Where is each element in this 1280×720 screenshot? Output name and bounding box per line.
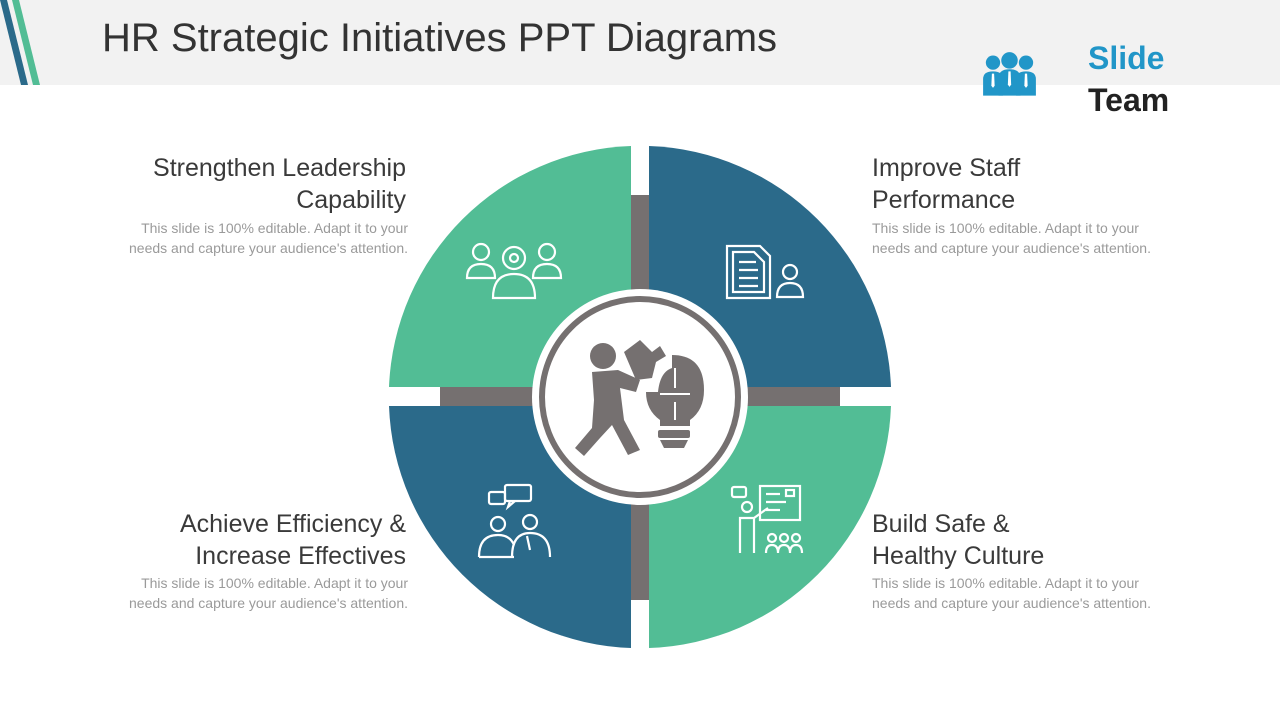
slide-title: HR Strategic Initiatives PPT Diagrams xyxy=(102,16,778,60)
item-desc-top-right: This slide is 100% editable. Adapt it to… xyxy=(872,220,1151,256)
item-title-top-left: Strengthen Leadership Capability xyxy=(153,154,406,214)
quadrant-diagram xyxy=(389,146,891,648)
header-accent-stripes xyxy=(0,0,40,85)
item-title-bottom-left: Achieve Efficiency & Increase Effectives xyxy=(179,510,406,570)
person-puzzle-bulb-icon xyxy=(575,340,704,456)
document-person-icon xyxy=(725,244,805,300)
item-desc-top-left: This slide is 100% editable. Adapt it to… xyxy=(129,220,408,256)
leadership-group-icon xyxy=(465,242,563,300)
item-title-top-right: Improve Staff Performance xyxy=(872,154,1021,214)
item-title-bottom-right: Build Safe & Healthy Culture xyxy=(872,510,1045,570)
presentation-icon xyxy=(730,484,804,554)
header-bar xyxy=(0,0,1280,85)
slideteam-logo-icon xyxy=(983,52,1036,96)
logo-text-team: Team xyxy=(1088,82,1170,118)
item-desc-bottom-right: This slide is 100% editable. Adapt it to… xyxy=(872,575,1151,611)
discussion-icon xyxy=(477,483,552,559)
item-desc-bottom-left: This slide is 100% editable. Adapt it to… xyxy=(129,575,408,611)
logo-text-slide: Slide xyxy=(1088,40,1165,76)
